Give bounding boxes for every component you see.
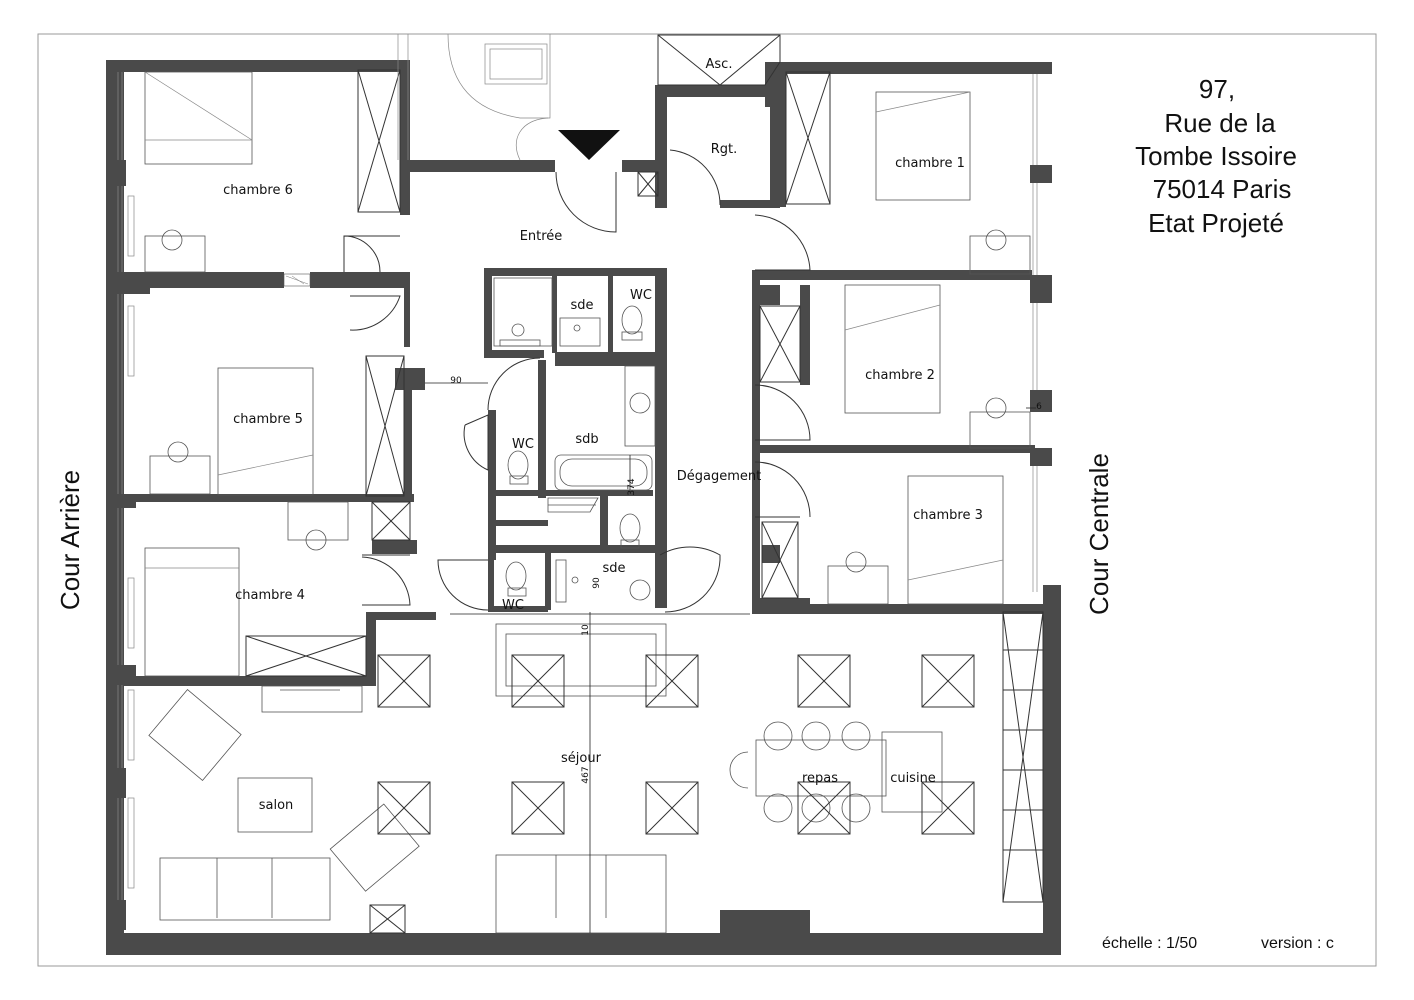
sheet-border [37,33,1377,967]
stair-landing [397,33,620,161]
address-line-2: Rue de la [1164,108,1276,138]
scale-label: échelle : 1/50 [1102,935,1197,952]
label-chambre-6: chambre 6 [223,183,293,198]
label-sde-top: sde [570,298,593,313]
label-chambre-3: chambre 3 [913,508,983,523]
address-line-1: 97, [1199,74,1235,104]
dim-374: 374 [627,478,637,495]
address-block: 97, Rue de la Tombe Issoire 75014 Paris … [1135,74,1297,238]
version-label: version : c [1261,935,1334,952]
label-cour-centrale: Cour Centrale [1084,453,1114,615]
sanitary-fixtures [493,277,656,603]
dim-10: 10 [581,624,591,636]
label-sejour: séjour [561,751,602,766]
label-chambre-5: chambre 5 [233,412,303,427]
ceiling-markers [377,654,975,835]
label-cuisine: cuisine [890,771,936,786]
dim-467: 467 [581,766,591,783]
label-sdb: sdb [575,432,598,447]
label-rgt: Rgt. [711,142,738,157]
exterior-walls [106,60,1061,955]
furniture-bedrooms [144,71,1031,677]
label-salon: salon [259,798,294,813]
dim-6: 6 [1036,402,1042,412]
label-sde-bottom: sde [602,561,625,576]
dim-90-top: 90 [450,376,462,386]
label-wc-mid: WC [512,437,534,452]
dimension-lines [425,382,1036,933]
closets [245,69,1044,934]
label-repas: repas [802,771,838,786]
interior-walls [124,60,1052,686]
label-entree: Entrée [520,229,563,244]
label-chambre-4: chambre 4 [235,588,305,603]
label-degagement: Dégagement [677,469,761,484]
label-wc-top: WC [630,288,652,303]
label-cour-arriere: Cour Arrière [55,470,85,610]
address-line-5: Etat Projeté [1148,208,1284,238]
label-chambre-2: chambre 2 [865,368,935,383]
elevator-shaft [657,34,781,86]
dimension-labels: 90 374 90 10 467 6 [450,376,1042,784]
address-line-3: Tombe Issoire [1135,141,1297,171]
room-labels: chambre 6 chambre 5 chambre 4 chambre 1 … [223,57,983,813]
furniture-living [148,623,943,934]
label-asc: Asc. [706,57,733,72]
windows-right [1032,74,1038,592]
doors [343,149,811,613]
dim-90-bottom: 90 [592,577,602,589]
label-wc-bottom: WC [502,598,524,613]
windows-left [117,72,135,900]
label-chambre-1: chambre 1 [895,156,965,171]
address-line-4: 75014 Paris [1153,174,1292,204]
